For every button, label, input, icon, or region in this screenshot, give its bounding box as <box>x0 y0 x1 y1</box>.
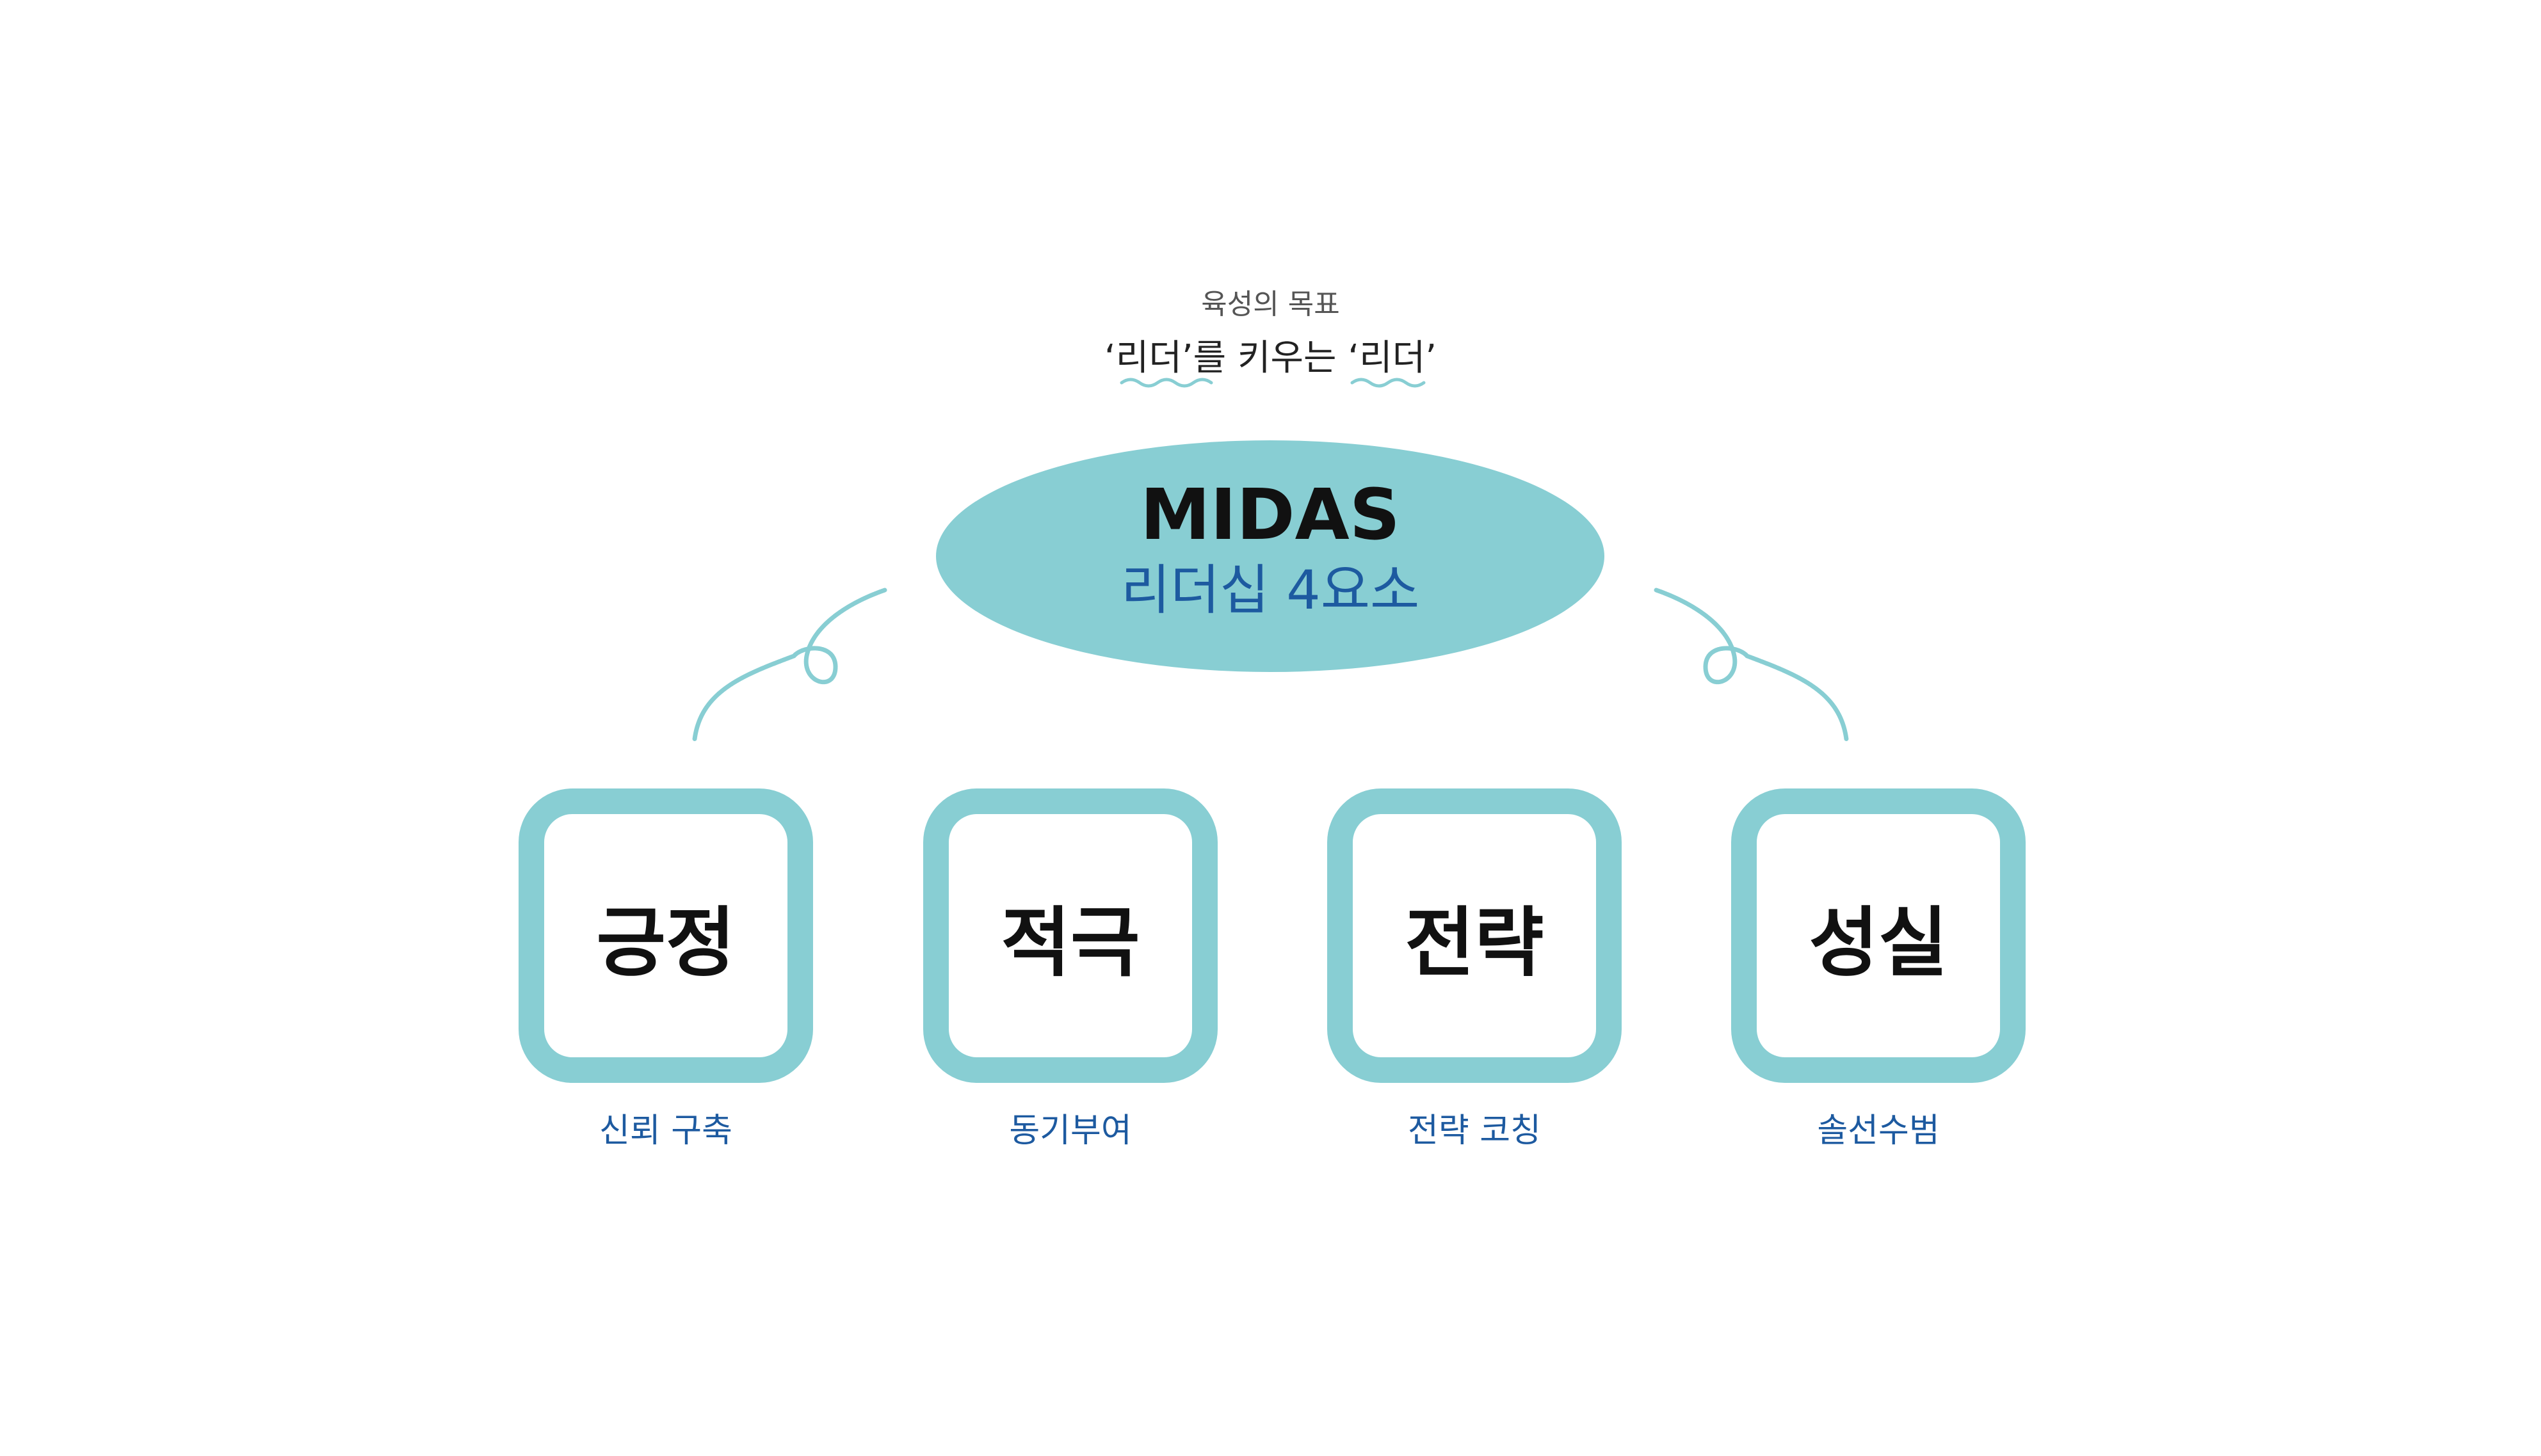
element-caption-positive: 신뢰 구축 <box>599 1112 732 1150</box>
headline-quote-close: ’ <box>1425 337 1437 379</box>
headline-wavy-underline-2 <box>1350 378 1426 388</box>
headline-middle: ’를 키우는 ‘ <box>1181 337 1360 379</box>
right-curl-connector <box>1654 588 1849 742</box>
midas-ellipse <box>936 440 1604 672</box>
left-curl-connector <box>692 588 887 742</box>
headline-leader-word-2: 리더 <box>1359 337 1426 379</box>
headline-wavy-underline-1 <box>1120 378 1213 388</box>
element-box-positive: 긍정 <box>519 788 813 1083</box>
goal-headline: ‘리더’를 키우는 ‘리더’ <box>0 334 2541 383</box>
headline-quote-open: ‘ <box>1104 337 1116 379</box>
midas-subtitle: 리더십 4요소 <box>1120 559 1420 621</box>
element-label-strategy: 전략 <box>1405 898 1544 987</box>
midas-title: MIDAS <box>1140 474 1401 556</box>
element-caption-strategy: 전략 코칭 <box>1408 1112 1541 1150</box>
element-caption-active: 동기부여 <box>1009 1112 1132 1150</box>
element-box-sincerity: 성실 <box>1731 788 2026 1083</box>
element-label-sincerity: 성실 <box>1809 898 1948 987</box>
element-label-positive: 긍정 <box>596 898 736 987</box>
element-box-strategy: 전략 <box>1327 788 1622 1083</box>
goal-subtitle: 육성의 목표 <box>1201 288 1340 321</box>
element-box-active: 적극 <box>923 788 1218 1083</box>
headline-leader-word-1: 리더 <box>1115 337 1182 379</box>
element-caption-sincerity: 솔선수범 <box>1817 1112 1940 1150</box>
element-label-active: 적극 <box>1001 898 1140 987</box>
